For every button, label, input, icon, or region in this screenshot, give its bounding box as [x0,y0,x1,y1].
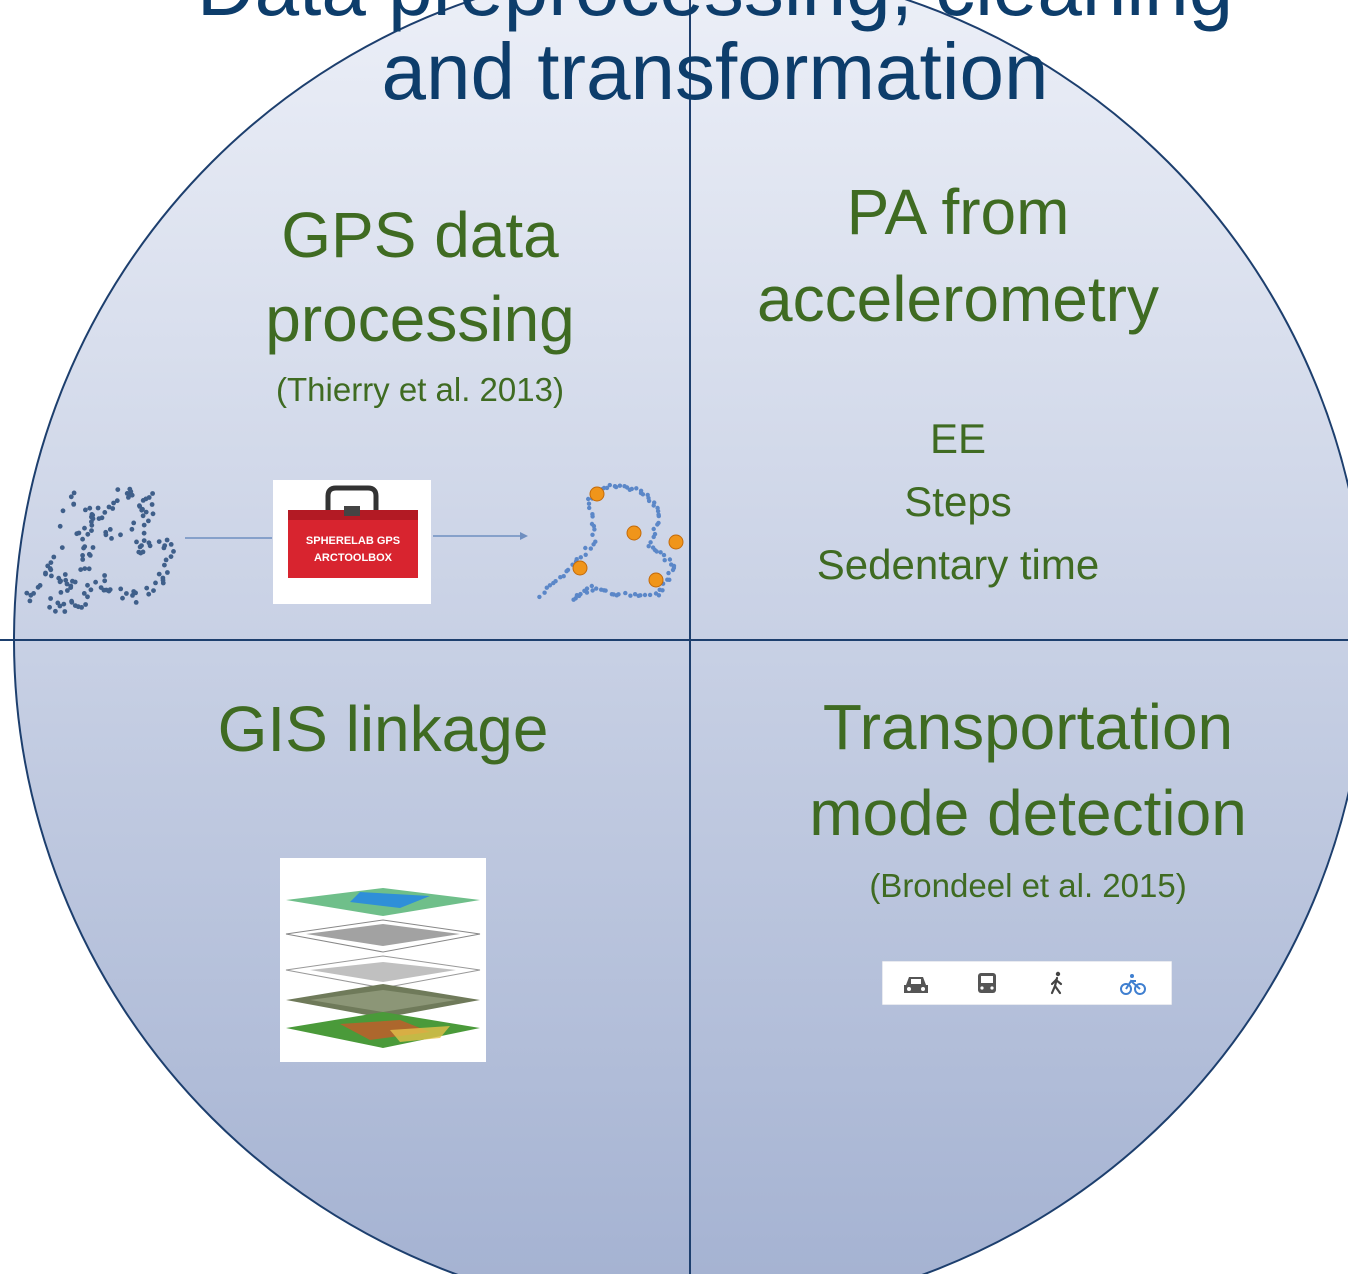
raw-gps-points-image [24,486,176,614]
transport-mode-icons [882,961,1172,1005]
pa-item-sedentary-time: Sedentary time [816,541,1100,588]
gps-citation: (Thierry et al. 2013) [276,371,564,408]
toolbox-icon: SPHERELAB GPS ARCTOOLBOX [273,480,431,604]
pa-item-steps: Steps [904,478,1012,525]
gps-processing-illustration: SPHERELAB GPS ARCTOOLBOX [24,480,684,614]
gps-heading-line-2: processing [265,283,575,355]
svg-text:SPHERELAB GPS: SPHERELAB GPS [306,535,400,547]
arrow-head-right [520,532,528,540]
pa-heading-line-2: accelerometry [757,263,1159,335]
transport-heading-line-1: Transportation [822,691,1234,763]
transport-heading-line-2: mode detection [809,777,1247,849]
pa-heading-line-1: PA from [846,176,1070,248]
gis-heading: GIS linkage [217,693,549,765]
title-line-1: Data preprocessing, cleaning [0,0,1348,34]
bike-icon [1120,974,1146,995]
car-icon [904,977,928,993]
svg-text:ARCTOOLBOX: ARCTOOLBOX [314,552,393,564]
gps-heading-line-1: GPS data [281,199,559,271]
title-line-2: and transformation [381,27,1049,116]
pa-item-ee: EE [929,415,987,462]
train-icon [978,973,996,993]
walk-icon [1050,971,1063,995]
transport-citation: (Brondeel et al. 2015) [869,867,1187,904]
clustered-gps-points-image [537,482,684,602]
gis-layers-image [280,858,486,1062]
